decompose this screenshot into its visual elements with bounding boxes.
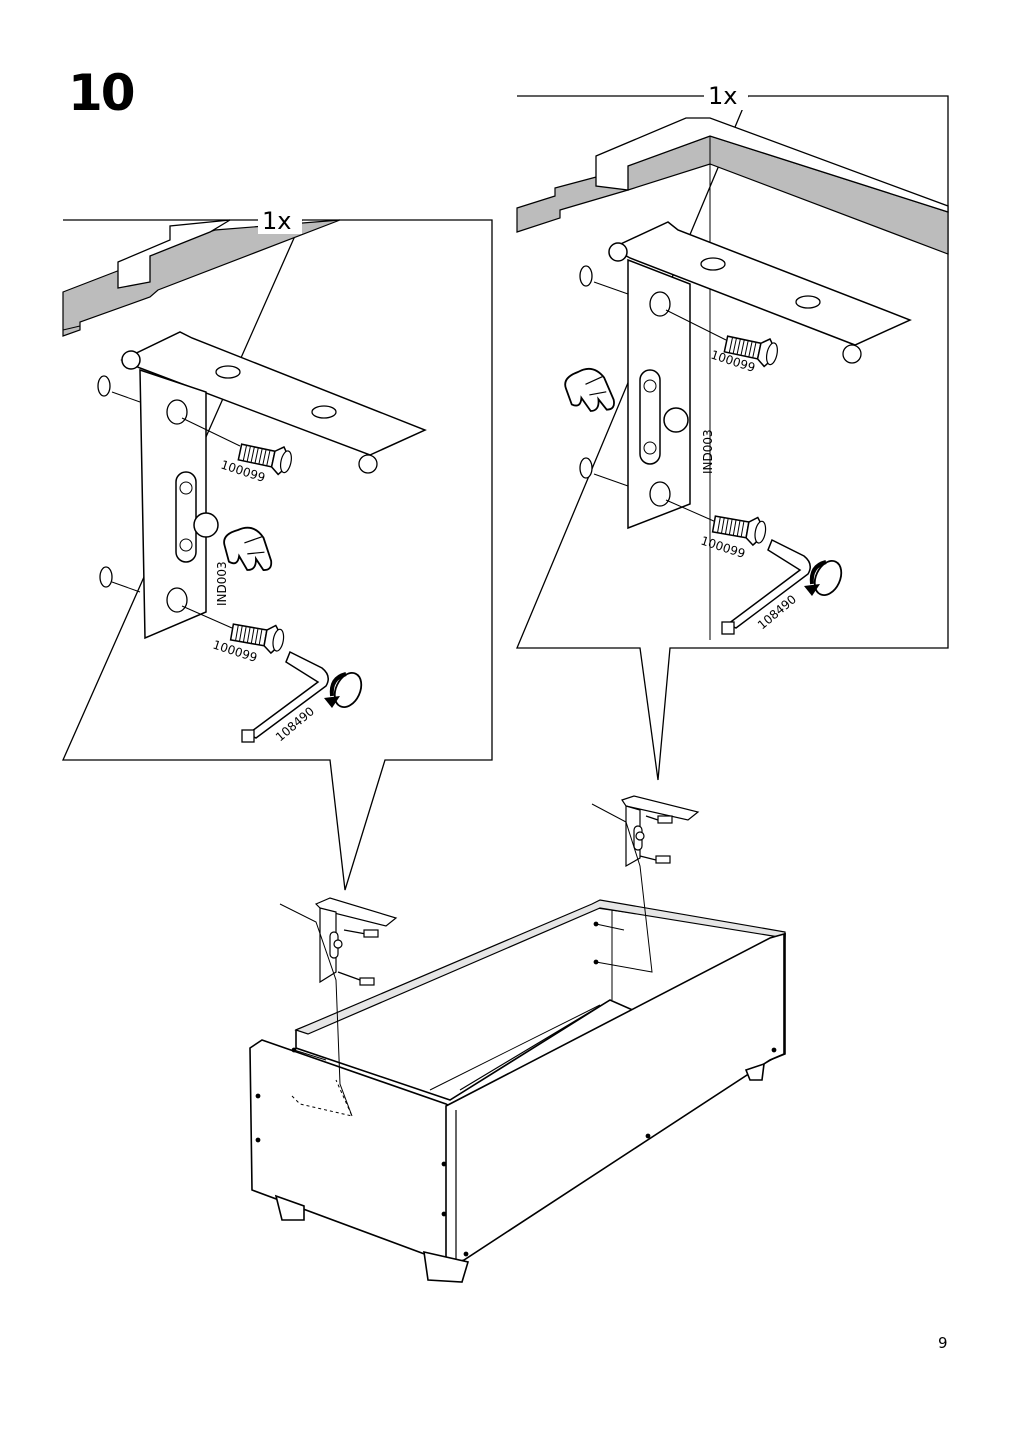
wall-hole bbox=[579, 265, 593, 287]
cabinet-top-edge bbox=[516, 117, 949, 640]
callout-left: 100099 100099 IND003 108490 1x bbox=[62, 206, 493, 891]
cabinet-top-edge bbox=[62, 219, 341, 337]
quantity-label: 1x bbox=[708, 82, 737, 110]
callout-right: 100099 100099 IND003 108490 1x bbox=[516, 82, 949, 781]
part-label: IND003 bbox=[215, 561, 229, 606]
bracket-icon bbox=[279, 795, 700, 1117]
allen-key-icon bbox=[241, 650, 329, 743]
finger-press-icon bbox=[557, 359, 625, 422]
step-number: 10 bbox=[68, 64, 136, 122]
allen-key-icon bbox=[721, 538, 811, 635]
bracket-icon bbox=[608, 221, 912, 530]
part-label: IND003 bbox=[701, 429, 715, 474]
bracket-icon bbox=[120, 331, 427, 640]
quantity-label: 1x bbox=[262, 207, 291, 235]
wall-hole bbox=[99, 566, 113, 588]
page-number: 9 bbox=[938, 1334, 948, 1352]
wall-hole bbox=[97, 375, 111, 397]
cabinet-frame-icon bbox=[249, 899, 786, 1283]
wall-hole bbox=[579, 457, 593, 479]
